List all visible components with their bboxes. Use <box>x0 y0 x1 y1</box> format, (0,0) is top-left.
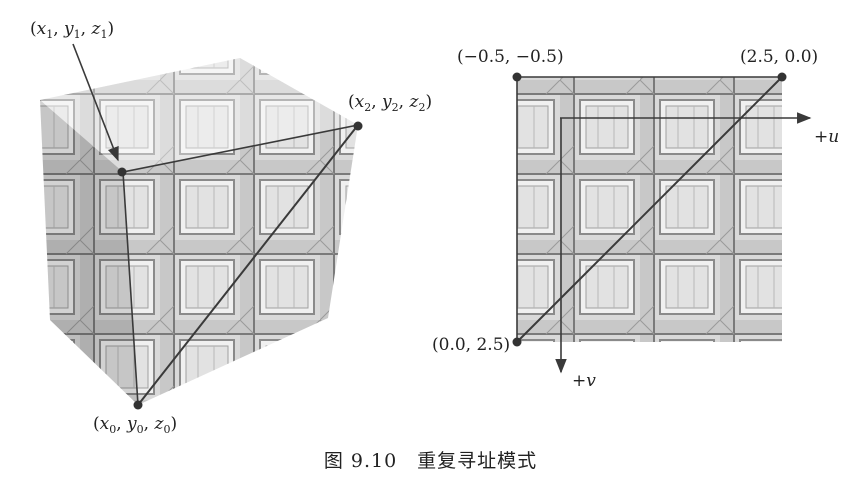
square-point-bottom-left <box>512 337 522 347</box>
texture-square-group <box>512 72 812 374</box>
cube-diagonal <box>137 124 359 406</box>
square-point-top-left <box>512 72 522 82</box>
cube-top-shade <box>40 58 358 172</box>
cube-edge-top <box>122 124 359 173</box>
cube-label-p0: (x0, y0, z0) <box>93 414 177 436</box>
pointer-arrow <box>72 43 119 162</box>
cube-top-face <box>40 58 358 172</box>
repeat-addressing-figure: (x1, y1, z1) (x2, y2, z2) (x0, y0, z0) (… <box>30 19 839 436</box>
v-axis-label: +v <box>572 371 596 391</box>
cube-point-1 <box>117 167 127 177</box>
square-label-top-left: (−0.5, −0.5) <box>457 47 564 67</box>
cube-group <box>40 43 363 410</box>
cube-front-face <box>123 125 358 405</box>
cube-point-2 <box>353 121 363 131</box>
square-label-bottom-left: (0.0, 2.5) <box>432 335 510 355</box>
cube-left-shade <box>40 100 138 405</box>
square-label-top-right: (2.5, 0.0) <box>740 47 818 67</box>
u-axis-label: +u <box>814 127 839 147</box>
cube-label-p1: (x1, y1, z1) <box>30 19 114 41</box>
cube-point-0 <box>133 400 143 410</box>
figure-caption: 图 9.10 重复寻址模式 <box>323 450 538 472</box>
cube-label-p2: (x2, y2, z2) <box>348 92 432 114</box>
cube-edge-left <box>122 171 139 406</box>
cube-left-face <box>40 100 138 405</box>
square-point-top-right <box>777 72 787 82</box>
